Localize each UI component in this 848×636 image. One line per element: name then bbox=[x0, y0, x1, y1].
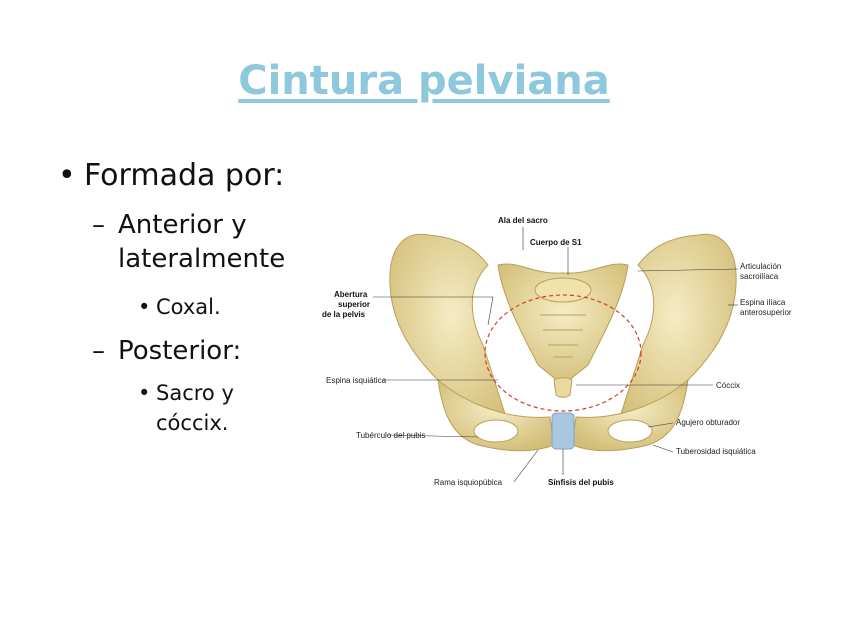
sub-bullet-text: Posterior: bbox=[118, 336, 241, 366]
sub-bullet-anterior: –Anterior y lateralmente bbox=[92, 208, 285, 276]
item-text-cont: cóccix. bbox=[156, 411, 228, 435]
label-espina-isquiatica: Espina isquiática bbox=[326, 376, 387, 385]
label-articulacion-1: Articulación bbox=[740, 262, 781, 271]
dash-icon: – bbox=[92, 334, 118, 368]
bullet-dot-icon: • bbox=[58, 158, 84, 193]
label-abertura-3: de la pelvis bbox=[322, 310, 366, 319]
label-espina-iliaca-1: Espina ilíaca bbox=[740, 298, 786, 307]
label-sinfisis: Sínfisis del pubis bbox=[548, 478, 614, 487]
label-tuberosidad: Tuberosidad isquiática bbox=[676, 447, 756, 456]
item-coxal: •Coxal. bbox=[138, 292, 221, 322]
label-ala-sacro: Ala del sacro bbox=[498, 216, 548, 225]
left-obturator bbox=[474, 420, 518, 442]
pelvis-illustration: Ala del sacro Cuerpo de S1 Articulación … bbox=[318, 205, 808, 495]
label-tuberculo-pubis: Tubérculo del pubis bbox=[356, 431, 426, 440]
sub-bullet-text-cont: lateralmente bbox=[118, 244, 285, 274]
pubic-symphysis bbox=[552, 413, 574, 449]
sub-bullet-posterior: –Posterior: bbox=[92, 334, 241, 368]
sub-bullet-text: Anterior y bbox=[118, 210, 247, 240]
coccyx bbox=[554, 378, 572, 398]
bullet-dot-icon: • bbox=[138, 292, 156, 322]
item-sacro-coccix: •Sacro y cóccix. bbox=[138, 378, 234, 438]
label-abertura-1: Abertura bbox=[334, 290, 368, 299]
label-articulacion-2: sacroilíaca bbox=[740, 272, 779, 281]
bullet-dot-icon: • bbox=[138, 378, 156, 408]
bullet-formada-por: •Formada por: bbox=[58, 158, 284, 193]
item-text: Coxal. bbox=[156, 295, 221, 319]
bullet-text: Formada por: bbox=[84, 158, 284, 193]
label-agujero-obturador: Agujero obturador bbox=[676, 418, 740, 427]
s1-body bbox=[535, 278, 591, 302]
label-espina-iliaca-2: anterosuperior bbox=[740, 308, 792, 317]
item-text: Sacro y bbox=[156, 381, 234, 405]
label-abertura-2: superior bbox=[338, 300, 370, 309]
dash-icon: – bbox=[92, 208, 118, 242]
label-coccix: Cóccix bbox=[716, 381, 740, 390]
slide-title: Cintura pelviana bbox=[0, 58, 848, 104]
right-obturator bbox=[608, 420, 652, 442]
label-cuerpo-s1: Cuerpo de S1 bbox=[530, 238, 582, 247]
label-rama: Rama isquiopúbica bbox=[434, 478, 503, 487]
